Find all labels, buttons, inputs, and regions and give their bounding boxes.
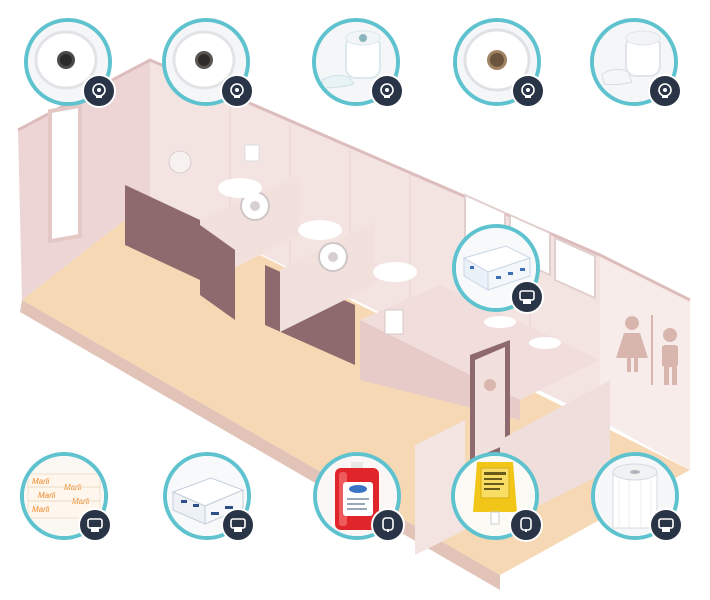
restroom-sign bbox=[616, 315, 678, 385]
product-image bbox=[163, 452, 251, 540]
product-image bbox=[312, 18, 400, 106]
toilet-paper-dispenser-icon bbox=[220, 74, 254, 108]
product-red-hand-soap-jug[interactable] bbox=[313, 452, 405, 542]
towel-dispenser-icon bbox=[78, 508, 112, 542]
window bbox=[48, 103, 82, 244]
product-image bbox=[590, 18, 678, 106]
toilet-paper-dispenser-icon bbox=[511, 74, 545, 108]
soap-dispenser-icon bbox=[371, 508, 405, 542]
product-small-core-toilet-roll[interactable] bbox=[312, 18, 404, 108]
product-jumbo-toilet-roll-2[interactable] bbox=[162, 18, 254, 108]
marli-print: Marli bbox=[32, 477, 50, 486]
product-multifold-towel-stack[interactable] bbox=[163, 452, 255, 542]
product-yellow-soap-refill-bag[interactable] bbox=[451, 452, 543, 542]
product-marli-wrapped-towel-bundle[interactable]: Marli Marli Marli Marli Marli bbox=[20, 452, 112, 542]
product-image bbox=[453, 18, 541, 106]
toilet-paper-dispenser-icon bbox=[370, 74, 404, 108]
right-wall bbox=[600, 255, 690, 470]
soap-dispenser-icon bbox=[509, 508, 543, 542]
towel-dispenser-icon bbox=[221, 508, 255, 542]
product-coreless-toilet-roll[interactable] bbox=[590, 18, 682, 108]
towel-dispenser-icon bbox=[510, 280, 544, 314]
product-jumbo-toilet-roll-kraft-core[interactable] bbox=[453, 18, 545, 108]
toilet-paper-dispenser-icon bbox=[82, 74, 116, 108]
product-folded-paper-towel-pack[interactable] bbox=[452, 224, 544, 314]
product-image bbox=[451, 452, 539, 540]
product-jumbo-toilet-roll-1[interactable] bbox=[24, 18, 116, 108]
product-hardwound-towel-roll[interactable] bbox=[591, 452, 683, 542]
svg-text:Marli: Marli bbox=[38, 491, 56, 500]
towel-dispenser-icon bbox=[649, 508, 683, 542]
toilet-paper-dispenser-icon bbox=[648, 74, 682, 108]
stall-partition bbox=[125, 185, 200, 280]
product-image bbox=[313, 452, 401, 540]
svg-text:Marli: Marli bbox=[32, 505, 50, 514]
vanity-counter bbox=[360, 285, 600, 400]
